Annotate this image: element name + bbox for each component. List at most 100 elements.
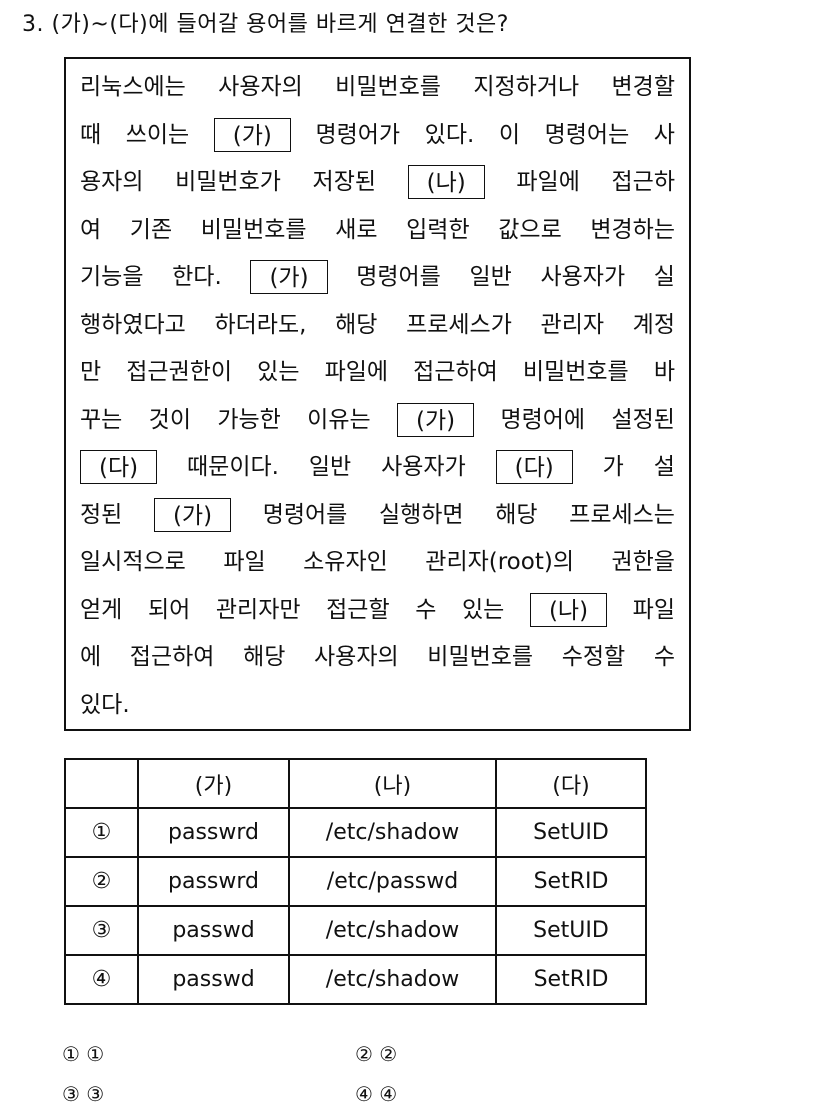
blank-ga: (가) [397,402,475,437]
passage-word: 관리자(root)의 [425,549,574,575]
blank-ga: (가) [213,117,291,152]
question-text: 3. (가)~(다)에 들어갈 용어를 바르게 연결한 것은? [22,12,509,37]
passage-word: 명령어를 [262,501,348,528]
passage-word: 일반 [308,454,352,480]
passage-word: 실 [653,264,675,290]
passage-word: 때문이다. [187,454,279,480]
answer-value: ③ [86,1082,105,1106]
passage-word: 권한을 [611,549,675,575]
cell-ga: passwd [137,905,290,956]
cell-ga: passwrd [137,807,290,858]
passage-line: 일시적으로 파일 소유자인 관리자(root)의 권한을 [80,544,675,580]
passage-word: 수 [653,644,675,670]
passage-word: 저장된 [312,169,377,195]
cell-na: /etc/passwd [288,856,497,907]
answer-value: ② [379,1042,398,1066]
passage-word: 파일 [223,549,266,575]
answer-option-2[interactable]: ② ② [355,1042,397,1066]
passage-word: 해당 [495,501,538,528]
passage-word: 기존 [129,216,173,243]
passage-word: 지정하거나 [473,74,580,100]
passage-word: 설정된 [611,406,675,433]
blank-ga: (가) [153,497,232,532]
passage-word: 기능을 [80,264,144,290]
cell-da: SetRID [495,856,647,907]
cell-da: SetUID [495,807,647,858]
blank-na: (나) [407,165,485,199]
passage-word: 수 [415,596,437,623]
passage-word: 정된 [80,501,123,528]
passage-word: 관리자만 [215,596,301,623]
passage-word: 비밀번호를 [522,359,629,385]
cell-na: /etc/shadow [288,905,497,956]
passage-word: 비밀번호를 [335,74,441,100]
passage-word: 것이 [148,406,191,433]
passage-word: 명령어를 [356,264,441,290]
passage-word: 비밀번호를 [200,216,307,243]
passage-word: 있다. [424,121,475,148]
passage-word: 사용자가 [381,454,466,480]
table-header-cell: (다) [495,758,647,809]
passage-word: 있는 [462,596,505,623]
passage-word: 바 [653,359,675,385]
blank-da: (다) [80,450,158,484]
passage-word: 명령어는 [544,121,630,148]
passage-word: 사용자의 [314,644,399,670]
answer-option-4[interactable]: ④ ④ [355,1082,397,1106]
passage-word: 수정할 [561,644,626,670]
choices-table: (가) (나) (다) ① passwrd /etc/shadow SetUID… [64,758,647,1005]
passage-word: 사용자가 [540,264,626,290]
table-row: ④ passwd /etc/shadow SetRID [64,954,647,1005]
passage-word: 일시적으로 [80,549,186,575]
passage-word: 실행하면 [378,501,464,528]
blank-da: (다) [495,450,573,484]
passage-line: 있다. [80,687,675,723]
answer-value: ① [86,1042,105,1066]
passage-word: 이유는 [307,406,371,433]
passage-word: 가 [602,454,624,480]
answer-marker: ① [62,1042,80,1066]
passage-line: 정된 (가) 명령어를 실행하면 해당 프로세스는 [80,497,675,533]
passage-word: 소유자인 [303,549,388,575]
passage-word: 접근하여 [413,359,498,385]
answer-option-1[interactable]: ① ① [62,1042,104,1066]
passage-word: 때 [80,121,102,148]
passage-word: 비밀번호가 [175,169,281,195]
answer-marker: ④ [355,1082,373,1106]
blank-ga: (가) [250,260,328,294]
cell-ga: passwrd [137,856,290,907]
passage-word: 명령어가 [315,121,401,148]
passage-word: 쓰이는 [125,121,190,148]
passage-word: 접근할 [326,596,390,623]
table-row: ① passwrd /etc/shadow SetUID [64,807,647,858]
passage-word: 리눅스에는 [80,74,186,100]
passage-word: 있는 [257,359,300,385]
passage-word: 만 [80,359,102,385]
passage-word: 입력한 [406,216,470,243]
passage-word: 사용자의 [218,74,303,100]
passage-word: 새로 [335,216,378,243]
answer-marker: ② [355,1042,373,1066]
passage-word: 명령어에 [500,406,586,433]
cell-da: SetRID [495,954,647,1005]
passage-word: 여 [80,216,102,243]
option-number: ① [64,807,139,858]
table-header-cell [64,758,139,809]
blank-na: (나) [529,592,608,627]
passage-word: 한다. [172,264,222,290]
passage-word: 해당 [243,644,286,670]
passage-word: 있다. [80,691,130,718]
passage-word: 프로세스는 [569,501,675,528]
passage-word: 해당 [335,311,378,338]
answer-option-3[interactable]: ③ ③ [62,1082,104,1106]
passage-word: 계정 [632,311,675,338]
passage-word: 행하였다고 [80,311,186,338]
table-row: ③ passwd /etc/shadow SetUID [64,905,647,956]
